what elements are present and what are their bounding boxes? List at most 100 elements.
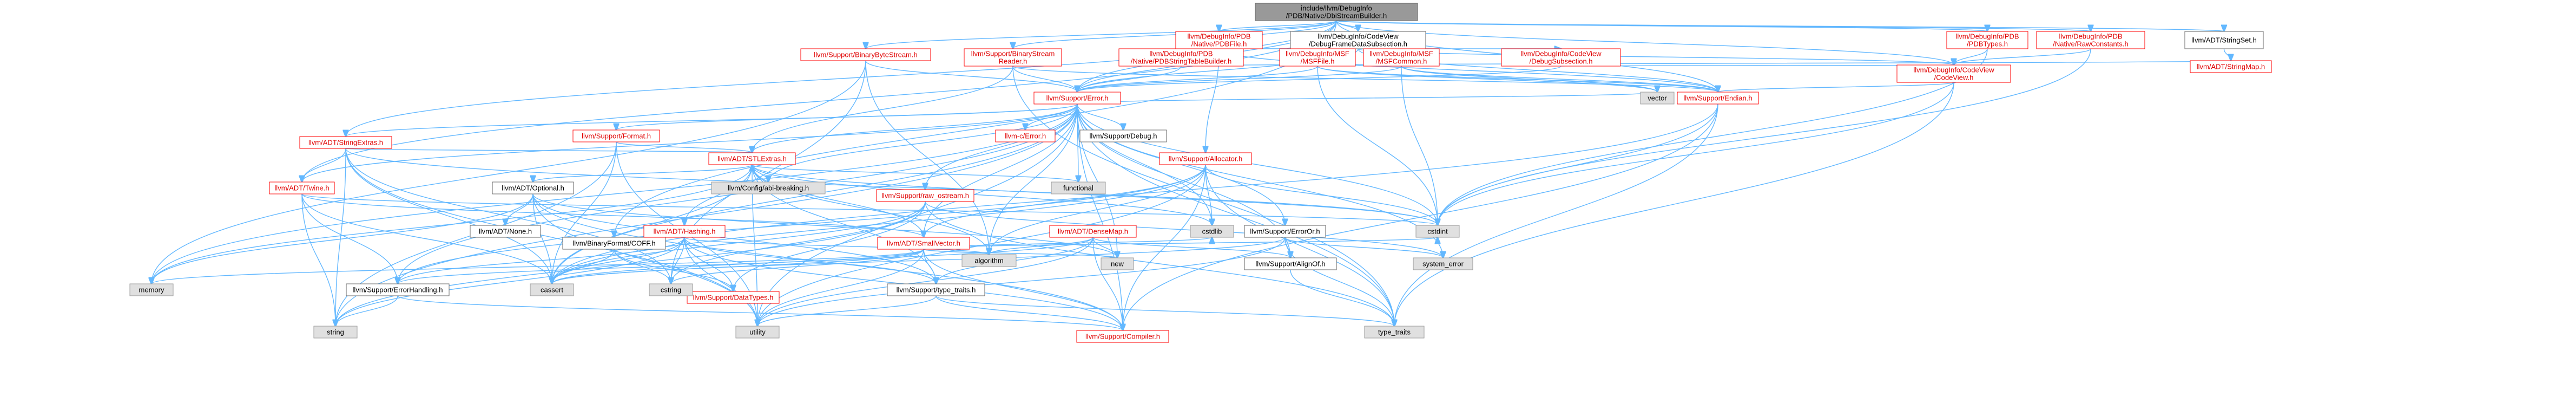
- edge-allocator-to-typetraitsstd: [1205, 164, 1394, 326]
- node-label: llvm/ADT/None.h: [479, 228, 532, 236]
- node-dense[interactable]: llvm/ADT/DenseMap.h: [1049, 225, 1137, 238]
- node-none[interactable]: llvm/ADT/None.h: [470, 225, 541, 238]
- edge-alignof-to-typetraitsstd: [1290, 269, 1394, 326]
- node-pdbfile[interactable]: llvm/DebugInfo/PDB/Native/PDBFile.h: [1175, 31, 1263, 49]
- edge-binbytestream-to-error: [865, 60, 1077, 92]
- edge-error-to-configabi: [768, 103, 1078, 182]
- node-coff[interactable]: llvm/BinaryFormat/COFF.h: [562, 237, 666, 250]
- node-label: llvm/Support/ErrorHandling.h: [353, 286, 443, 294]
- edge-allocator-to-smallvec: [924, 164, 1206, 237]
- node-endian[interactable]: llvm/Support/Endian.h: [1677, 92, 1759, 105]
- node-error[interactable]: llvm/Support/Error.h: [1033, 92, 1121, 105]
- edge-msffile-to-cstdint: [1317, 66, 1438, 225]
- node-errhandling[interactable]: llvm/Support/ErrorHandling.h: [346, 283, 450, 296]
- node-allocator[interactable]: llvm/Support/Allocator.h: [1159, 152, 1252, 165]
- edge-format-to-stlextras: [616, 141, 752, 153]
- node-rawostream[interactable]: llvm/Support/raw_ostream.h: [876, 189, 974, 202]
- node-erroror[interactable]: llvm/Support/ErrorOr.h: [1244, 225, 1326, 238]
- node-optional[interactable]: llvm/ADT/Optional.h: [492, 181, 574, 194]
- dependency-edges: [151, 20, 2231, 330]
- node-format[interactable]: llvm/Support/Format.h: [572, 129, 660, 142]
- node-new: new: [1101, 257, 1134, 270]
- edge-error-to-cstdint: [1077, 103, 1438, 225]
- edge-format-to-cassert: [552, 141, 617, 284]
- edge-hashing-to-algorithm: [684, 237, 989, 255]
- edge-error-to-llvmcerror: [1025, 103, 1078, 130]
- node-string: string: [313, 326, 358, 339]
- edge-allocator-to-cstdint: [1205, 164, 1438, 225]
- node-hashing[interactable]: llvm/ADT/Hashing.h: [643, 225, 726, 238]
- edge-erroror-to-utility: [757, 237, 1286, 326]
- edge-hashing-to-string: [335, 237, 685, 326]
- node-label: llvm/Support/Debug.h: [1089, 132, 1157, 140]
- node-cstdlib: cstdlib: [1190, 225, 1234, 238]
- edge-error-to-stlextras: [752, 103, 1078, 153]
- edge-allocator-to-compiler: [1123, 164, 1206, 330]
- node-llvmcerror[interactable]: llvm-c/Error.h: [995, 129, 1056, 142]
- node-label: llvm/ADT/StringMap.h: [2197, 63, 2265, 71]
- edge-error-to-compiler: [1077, 103, 1123, 330]
- edge-smallvec-to-compiler: [923, 249, 1123, 330]
- node-stbuilder[interactable]: llvm/DebugInfo/PDB/Native/PDBStringTable…: [1118, 48, 1244, 67]
- node-label: cstring: [661, 286, 681, 294]
- node-systemerror: system_error: [1413, 257, 1473, 270]
- node-label: llvm/ADT/StringExtras.h: [308, 139, 383, 147]
- node-twine[interactable]: llvm/ADT/Twine.h: [269, 181, 335, 194]
- edge-stlextras-to-functional: [752, 164, 1078, 182]
- node-typetraits[interactable]: llvm/Support/type_traits.h: [887, 283, 985, 296]
- edge-hashing-to-typetraits: [684, 237, 936, 284]
- edge-smallvec-to-cstring: [671, 249, 924, 284]
- edge-error-to-smallvec: [924, 103, 1078, 237]
- node-label: string: [327, 328, 344, 336]
- node-dbgsub[interactable]: llvm/DebugInfo/CodeView/DebugSubsection.…: [1501, 48, 1621, 67]
- edge-error-to-utility: [757, 103, 1078, 326]
- node-label: llvm/ADT/DenseMap.h: [1058, 228, 1128, 236]
- node-vector: vector: [1640, 92, 1675, 105]
- node-alignof[interactable]: llvm/Support/AlignOf.h: [1244, 257, 1337, 270]
- edge-hashing-to-cassert: [552, 237, 685, 284]
- node-label: llvm/Config/abi-breaking.h: [728, 184, 809, 192]
- node-label: /Native/PDBStringTableBuilder.h: [1131, 57, 1231, 66]
- node-label: /PDB/Native/DbiStreamBuilder.h: [1286, 12, 1387, 20]
- node-binbytestream[interactable]: llvm/Support/BinaryByteStream.h: [800, 48, 931, 61]
- edge-optional-to-memory: [151, 193, 533, 284]
- edge-pdbtypes-to-cstdint: [1438, 48, 1988, 225]
- node-memory: memory: [129, 283, 174, 296]
- node-label: llvm/DebugInfo/PDB: [1187, 33, 1250, 41]
- node-label: llvm/Support/DataTypes.h: [693, 294, 774, 302]
- node-label: /Native/RawConstants.h: [2053, 40, 2128, 48]
- edge-error-to-typetraitsstd: [1077, 103, 1394, 326]
- edge-root-to-pdbfile: [1219, 20, 1337, 31]
- edge-codeview-to-typetraitsstd: [1394, 82, 1954, 326]
- node-stringmap[interactable]: llvm/ADT/StringMap.h: [2190, 60, 2272, 73]
- node-label: llvm/DebugInfo/PDB: [2059, 33, 2122, 41]
- node-codeview[interactable]: llvm/DebugInfo/CodeView/CodeView.h: [1896, 64, 2011, 83]
- edge-erroror-to-systemerror: [1284, 237, 1443, 258]
- node-stringextras[interactable]: llvm/ADT/StringExtras.h: [299, 136, 392, 149]
- node-msffile[interactable]: llvm/DebugInfo/MSF/MSFFile.h: [1279, 48, 1356, 67]
- node-msfcommon[interactable]: llvm/DebugInfo/MSF/MSFCommon.h: [1363, 48, 1440, 67]
- edge-dense-to-alignof: [1092, 237, 1290, 258]
- node-compiler[interactable]: llvm/Support/Compiler.h: [1076, 330, 1169, 343]
- node-debug[interactable]: llvm/Support/Debug.h: [1079, 129, 1167, 142]
- edge-codeview-to-cstdint: [1438, 82, 1954, 225]
- node-dfss[interactable]: llvm/DebugInfo/CodeView/DebugFrameDataSu…: [1290, 31, 1426, 49]
- node-stringset[interactable]: llvm/ADT/StringSet.h: [2184, 31, 2264, 49]
- edge-root-to-stringset: [1336, 20, 2224, 31]
- node-label: llvm/DebugInfo/PDB: [1149, 50, 1213, 58]
- edge-stringset-to-stringmap: [2223, 48, 2231, 61]
- node-rawconst[interactable]: llvm/DebugInfo/PDB/Native/RawConstants.h: [2036, 31, 2145, 49]
- node-datatypes[interactable]: llvm/Support/DataTypes.h: [687, 291, 780, 304]
- node-utility: utility: [735, 326, 780, 339]
- node-label: functional: [1063, 184, 1093, 192]
- node-smallvec[interactable]: llvm/ADT/SmallVector.h: [877, 237, 970, 250]
- node-label: llvm/Support/BinaryStream: [971, 50, 1055, 58]
- node-label: llvm/ADT/SmallVector.h: [887, 239, 960, 248]
- node-label: /CodeView.h: [1934, 74, 1974, 82]
- node-pdbtypes[interactable]: llvm/DebugInfo/PDB/PDBTypes.h: [1946, 31, 2028, 49]
- node-label: /DebugSubsection.h: [1529, 57, 1592, 66]
- node-cassert: cassert: [530, 283, 574, 296]
- edge-msfcommon-to-endian: [1401, 66, 1718, 92]
- node-stlextras[interactable]: llvm/ADT/STLExtras.h: [708, 152, 796, 165]
